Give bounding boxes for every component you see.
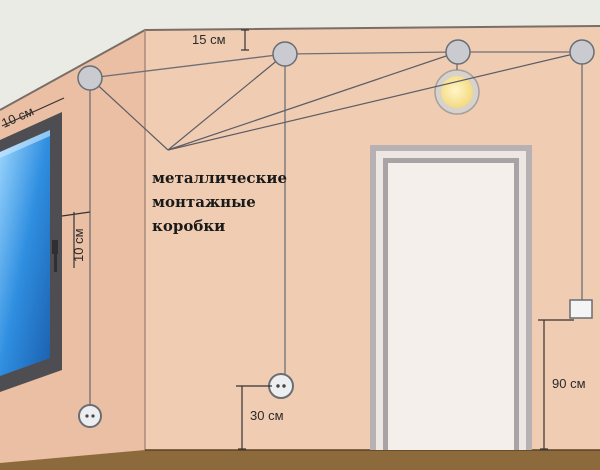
socket-left bbox=[78, 404, 102, 428]
dim-switch-height-label: 90 см bbox=[552, 376, 586, 391]
dim-switch-height bbox=[538, 319, 574, 450]
dim-window-offset bbox=[61, 211, 91, 268]
window-handle bbox=[52, 240, 58, 254]
floor bbox=[0, 450, 600, 470]
wiring bbox=[89, 51, 583, 410]
dim-ceiling-offset-label: 15 см bbox=[192, 32, 226, 47]
door bbox=[370, 145, 532, 450]
junction-box bbox=[77, 65, 103, 91]
annotation-leaders bbox=[89, 51, 583, 151]
light-switch bbox=[569, 299, 593, 319]
annotation-line-1: металлические bbox=[152, 169, 287, 187]
dim-window-offset-label: 10 см bbox=[71, 228, 86, 262]
junction-box bbox=[569, 39, 595, 65]
dim-socket-height-label: 30 см bbox=[250, 408, 284, 423]
dim-corner-offset bbox=[1, 97, 65, 127]
dim-socket-height bbox=[236, 385, 272, 450]
junction-box bbox=[445, 39, 471, 65]
window bbox=[0, 112, 62, 392]
dim-ceiling-offset bbox=[241, 29, 249, 51]
ceiling bbox=[0, 0, 600, 110]
socket-center bbox=[268, 373, 294, 399]
junction-boxes bbox=[77, 39, 595, 91]
junction-box bbox=[272, 41, 298, 67]
annotation-line-2: монтажные bbox=[152, 193, 256, 211]
annotation-line-3: коробки bbox=[152, 217, 225, 235]
ceiling-lamp bbox=[434, 69, 480, 115]
